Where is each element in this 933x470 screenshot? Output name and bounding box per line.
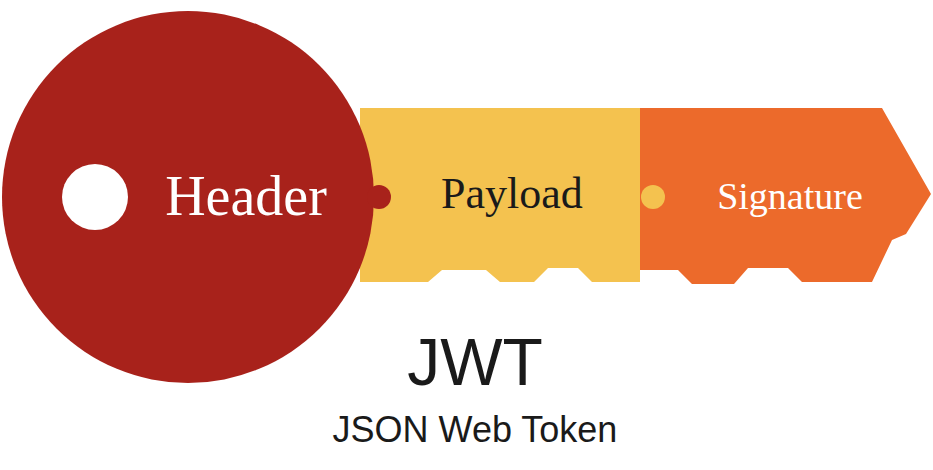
- diagram-subtitle: JSON Web Token: [333, 412, 618, 448]
- joint-dot: [641, 185, 665, 209]
- key-payload-segment: Payload: [360, 100, 650, 295]
- part-name: Header: [165, 168, 327, 224]
- joint-dot: [367, 185, 391, 209]
- key-hole: [62, 164, 128, 230]
- key-head: [2, 11, 374, 383]
- key-head-circle: Header: [0, 8, 380, 388]
- key-tip-segment: [640, 108, 931, 284]
- key-signature-segment: Signature: [638, 100, 933, 300]
- part-name: Signature: [717, 177, 863, 215]
- part-name: Payload: [441, 172, 583, 216]
- key-blade-segment: [360, 108, 640, 282]
- diagram-acronym: JWT: [407, 329, 543, 395]
